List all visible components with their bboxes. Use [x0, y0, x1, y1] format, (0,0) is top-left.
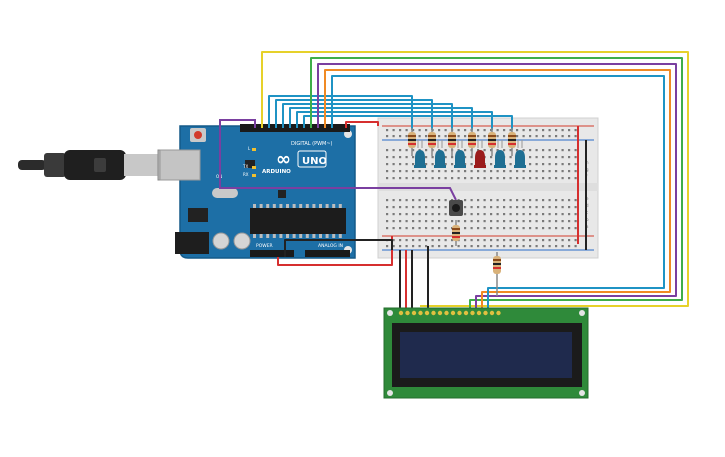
svg-text:e: e: [586, 196, 589, 201]
led[interactable]: [414, 140, 426, 168]
svg-text:d: d: [586, 203, 589, 208]
digital-header: [240, 124, 350, 132]
led-resistor: [488, 128, 496, 156]
pushbutton[interactable]: [449, 200, 463, 216]
ic-pins-bottom: [253, 234, 342, 238]
led-resistor: [448, 128, 456, 156]
wire-led-6[interactable]: [268, 95, 413, 130]
mount-hole: [387, 390, 393, 396]
led[interactable]: [434, 140, 446, 168]
breadboard-channel: [378, 183, 598, 191]
atmega-chip: [250, 208, 346, 234]
analog-header: [305, 250, 350, 257]
breadboard-holes: [386, 129, 577, 248]
wire-lcd-green[interactable]: [310, 57, 683, 310]
lcd-module[interactable]: [383, 307, 589, 399]
svg-text:b: b: [586, 217, 589, 222]
svg-text:g: g: [586, 167, 589, 172]
wire-led-5[interactable]: [303, 115, 513, 130]
lcd-wires: [261, 51, 689, 310]
pushbutton-cap[interactable]: [452, 204, 460, 212]
usb-port: [159, 149, 201, 181]
wire-lcd-orange[interactable]: [324, 69, 671, 310]
ground-wires: [284, 140, 587, 310]
rx-label: RX: [243, 172, 249, 177]
led-resistor: [468, 128, 476, 156]
digital-label: DIGITAL (PWM~): [291, 141, 333, 147]
lcd-screen: [400, 332, 572, 378]
led-resistor: [508, 128, 516, 156]
infinity-logo: ∞: [276, 149, 291, 170]
power-jack: [175, 232, 209, 254]
led[interactable]: [514, 140, 526, 168]
lcd-resistor: [493, 252, 501, 296]
reset-button-cap[interactable]: [194, 131, 202, 139]
mount-hole: [579, 310, 585, 316]
arduino-board[interactable]: ∞ UNO ARDUINO DIGITAL (PWM~) POWER ANALO…: [159, 124, 356, 259]
wire-led-4[interactable]: [296, 111, 493, 130]
mount-hole: [579, 390, 585, 396]
crystal: [212, 188, 238, 198]
mount-hole: [387, 310, 393, 316]
capacitor: [233, 232, 251, 250]
board-model: UNO: [302, 156, 327, 167]
board-brand: ARDUINO: [262, 169, 291, 175]
led[interactable]: [494, 140, 506, 168]
led-resistor: [428, 128, 436, 156]
power-header: [250, 250, 294, 257]
analog-label: ANALOG IN: [318, 243, 343, 249]
lcd-pins: [398, 310, 501, 316]
svg-text:a: a: [586, 224, 589, 229]
svg-text:c: c: [586, 210, 588, 215]
led[interactable]: [474, 140, 486, 168]
l-label: L: [248, 146, 251, 151]
wire-button[interactable]: [219, 119, 457, 201]
wire-5v[interactable]: [277, 236, 393, 266]
ic-pins-top: [253, 204, 342, 208]
svg-text:h: h: [586, 160, 589, 165]
regulator-chip: [188, 208, 208, 222]
wire-lcd-purple[interactable]: [317, 63, 677, 310]
power-wires: [277, 121, 579, 310]
led-resistor: [408, 128, 416, 156]
led-resistors: [408, 128, 516, 156]
power-label: POWER: [256, 243, 273, 249]
wire-5v-top[interactable]: [345, 121, 379, 128]
wire-led-3[interactable]: [289, 107, 473, 130]
tx-label: TX: [242, 164, 248, 169]
led-wires: [268, 95, 513, 130]
button-resistor: [452, 220, 460, 246]
led[interactable]: [454, 140, 466, 168]
capacitor: [212, 232, 230, 250]
wire-lcd-yellow[interactable]: [261, 51, 689, 307]
wire-gnd[interactable]: [284, 239, 393, 257]
led-group: [414, 140, 526, 168]
wire-lcd-blue[interactable]: [331, 75, 665, 310]
